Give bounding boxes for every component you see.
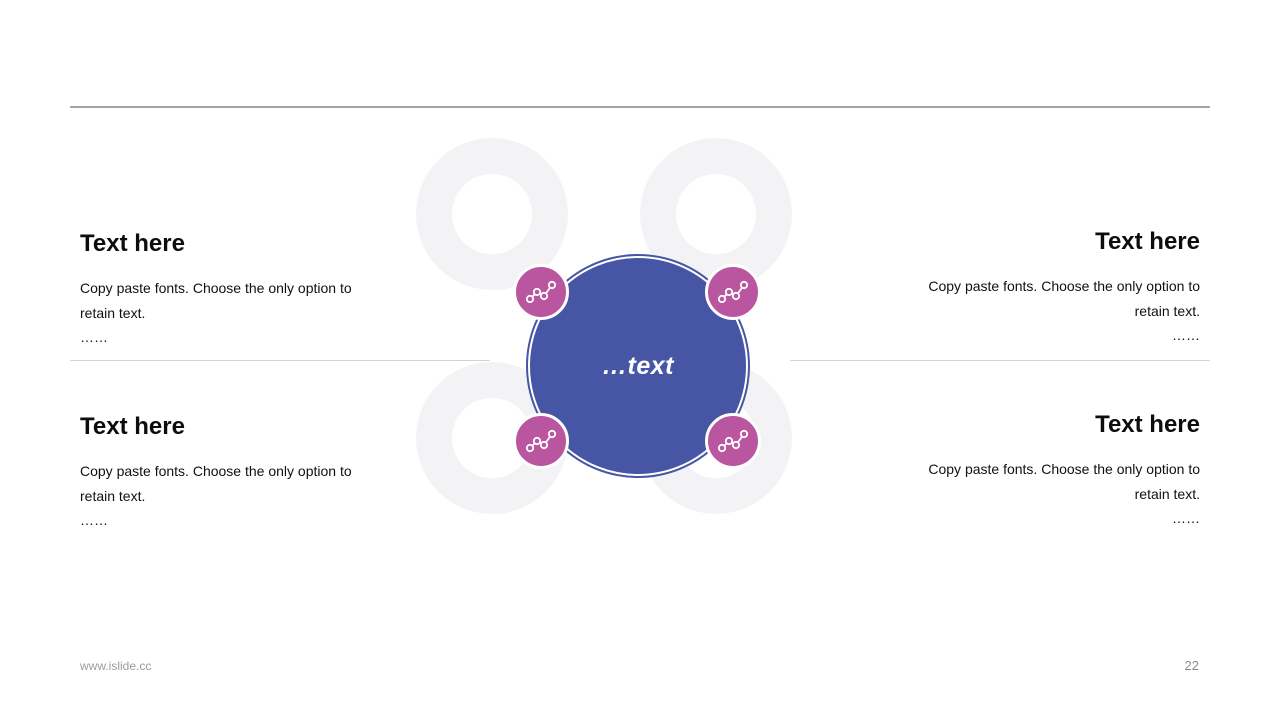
body-line: retain text. xyxy=(1134,302,1200,319)
text-block-title: Text here xyxy=(80,230,185,257)
node-circle-bottom-left xyxy=(513,413,569,469)
center-label: …text xyxy=(602,351,674,380)
text-block-top-right: Text here Copy paste fonts. Choose the o… xyxy=(900,228,1200,348)
trend-line-icon xyxy=(524,424,558,458)
body-line: retain text. xyxy=(1134,485,1200,502)
body-line: …… xyxy=(1172,510,1200,526)
body-line: …… xyxy=(1172,327,1200,343)
text-block-body: Copy paste fonts. Choose the only option… xyxy=(80,276,380,350)
node-circle-top-left xyxy=(513,264,569,320)
text-block-title: Text here xyxy=(1095,228,1200,255)
body-line: Copy paste fonts. Choose the only option… xyxy=(928,461,1200,477)
text-block-title: Text here xyxy=(1095,411,1200,438)
text-block-top-left: Text here Copy paste fonts. Choose the o… xyxy=(80,230,380,350)
trend-line-icon xyxy=(716,424,750,458)
body-line: …… xyxy=(80,512,108,528)
body-line: retain text. xyxy=(80,487,146,504)
text-block-body: Copy paste fonts. Choose the only option… xyxy=(900,274,1200,348)
node-circle-bottom-right xyxy=(705,413,761,469)
body-line: …… xyxy=(80,329,108,345)
text-block-bottom-right: Text here Copy paste fonts. Choose the o… xyxy=(900,411,1200,531)
top-divider xyxy=(70,106,1210,108)
body-line: Copy paste fonts. Choose the only option… xyxy=(80,280,352,296)
footer-site-url: www.islide.cc xyxy=(80,659,152,673)
page-number: 22 xyxy=(1184,658,1199,673)
body-line: Copy paste fonts. Choose the only option… xyxy=(80,463,352,479)
text-block-title: Text here xyxy=(80,413,185,440)
text-block-body: Copy paste fonts. Choose the only option… xyxy=(80,459,380,533)
mid-divider-right xyxy=(790,360,1210,361)
mid-divider-left xyxy=(70,360,490,361)
body-line: Copy paste fonts. Choose the only option… xyxy=(928,278,1200,294)
node-circle-top-right xyxy=(705,264,761,320)
text-block-bottom-left: Text here Copy paste fonts. Choose the o… xyxy=(80,413,380,533)
trend-line-icon xyxy=(524,275,558,309)
trend-line-icon xyxy=(716,275,750,309)
text-block-body: Copy paste fonts. Choose the only option… xyxy=(900,457,1200,531)
body-line: retain text. xyxy=(80,304,146,321)
